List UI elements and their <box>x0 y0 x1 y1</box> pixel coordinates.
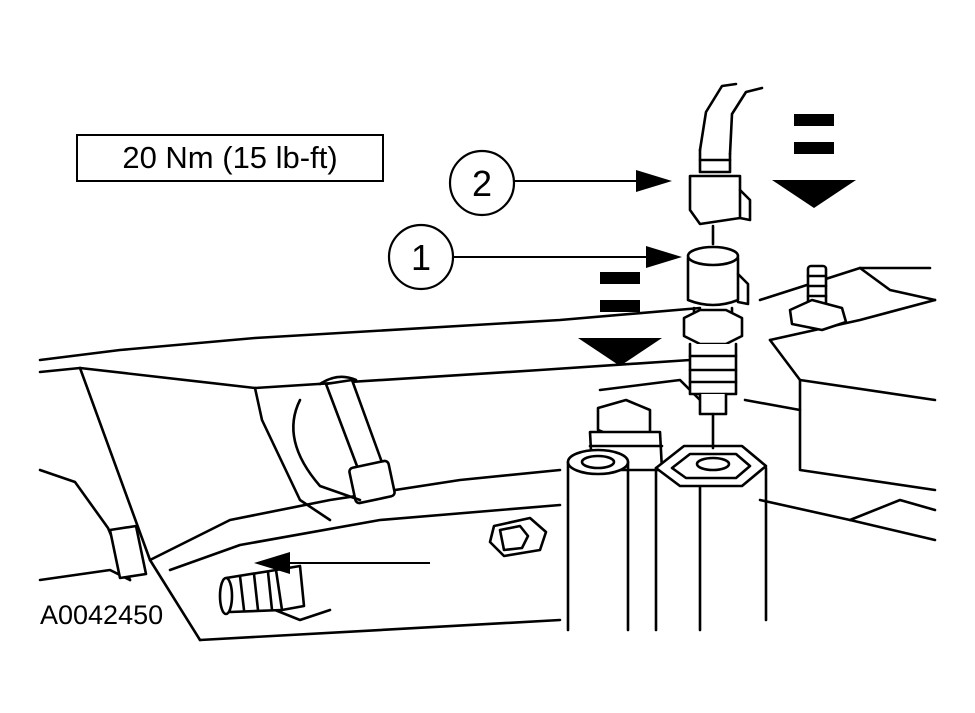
round-column <box>566 448 630 632</box>
callout-2-number: 2 <box>472 163 492 204</box>
sensor-mounting-boss <box>654 444 768 632</box>
install-arrow-left <box>578 272 662 366</box>
callout-1: 1 <box>387 223 682 291</box>
install-arrow-right <box>772 114 856 208</box>
removal-arrow <box>254 552 430 574</box>
figure-id: A0042450 <box>40 600 164 630</box>
vent-tube <box>292 375 396 505</box>
bolt-left <box>488 516 548 558</box>
engine-housing <box>38 266 937 642</box>
hose-fitting <box>218 564 306 616</box>
torque-spec-box: 20 Nm (15 lb-ft) <box>76 134 384 182</box>
callout-2: 2 <box>448 149 672 217</box>
callout-1-number: 1 <box>411 237 431 278</box>
stud-right <box>788 264 848 332</box>
torque-spec-label: 20 Nm (15 lb-ft) <box>122 140 338 175</box>
sensor-connector <box>688 82 764 246</box>
oxygen-sensor <box>682 245 750 450</box>
bracket-left <box>108 524 148 580</box>
